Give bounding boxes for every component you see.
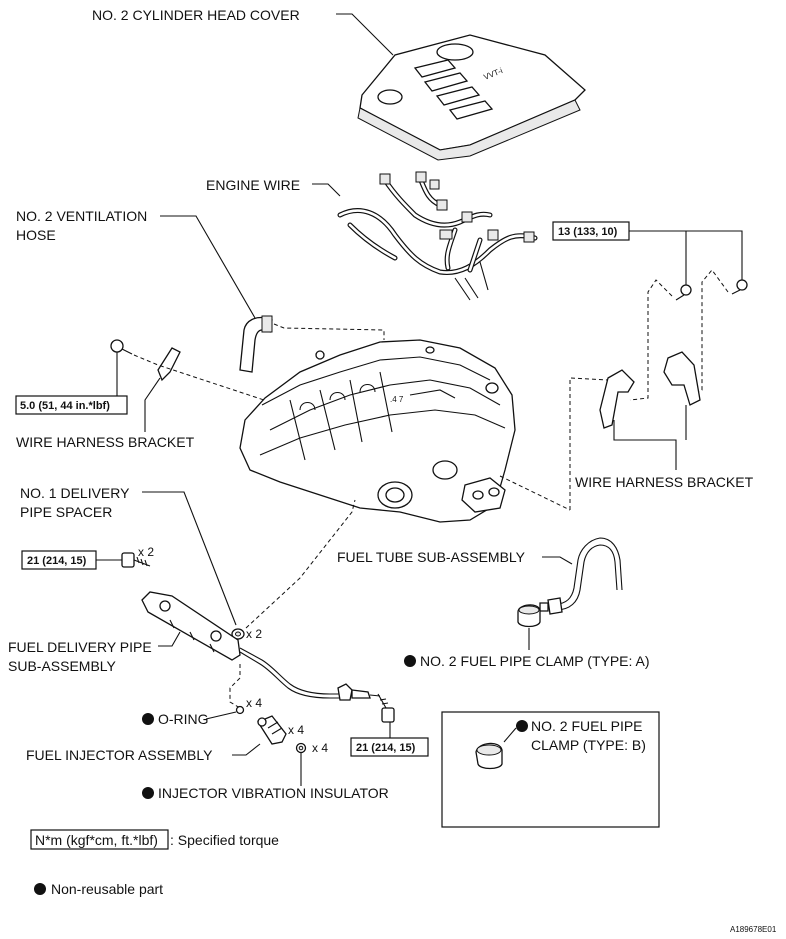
- qty-insulator: x 4: [312, 741, 328, 755]
- legend-torque-units: N*m (kgf*cm, ft.*lbf): [35, 832, 158, 848]
- non-reusable-mark-clamp-b: [516, 720, 528, 732]
- qty-injector: x 4: [288, 723, 304, 737]
- label-ventilation-hose-2: HOSE: [16, 227, 56, 243]
- label-ventilation-hose-1: NO. 2 VENTILATION: [16, 208, 147, 224]
- delivery-pipe-spacer: [231, 628, 245, 640]
- label-cylinder-head-cover: NO. 2 CYLINDER HEAD COVER: [92, 7, 300, 23]
- engine-wire: [337, 171, 538, 301]
- non-reusable-mark-o-ring: [142, 713, 154, 725]
- wire-harness-bracket-right-b: [663, 351, 701, 406]
- fuel-delivery-pipe: [141, 591, 381, 701]
- label-fuel-delivery-pipe-1: FUEL DELIVERY PIPE: [8, 639, 152, 655]
- non-reusable-mark-insulator: [142, 787, 154, 799]
- label-injector-insulator: INJECTOR VIBRATION INSULATOR: [158, 785, 389, 801]
- bracket-bolt-right-1: [675, 284, 692, 301]
- torque-harness-bracket-left: 5.0 (51, 44 in.*lbf): [20, 400, 110, 412]
- fuel-tube: [539, 537, 623, 615]
- legend-non-reusable-mark: [34, 883, 46, 895]
- label-fuel-injector: FUEL INJECTOR ASSEMBLY: [26, 747, 213, 763]
- label-fuel-pipe-clamp-b-2: CLAMP (TYPE: B): [531, 737, 646, 753]
- label-delivery-pipe-spacer-2: PIPE SPACER: [20, 504, 112, 520]
- non-reusable-mark-clamp-a: [404, 655, 416, 667]
- legend-torque-box: [30, 829, 169, 850]
- bracket-bolt-left: [110, 339, 133, 355]
- figure-code: A189678E01: [730, 925, 777, 934]
- fuel-tube-bolt: [377, 693, 395, 723]
- fuel-pipe-clamp-a: [517, 604, 541, 628]
- legend-non-reusable-text: Non-reusable part: [51, 881, 163, 897]
- label-wire-harness-bracket-right: WIRE HARNESS BRACKET: [575, 474, 754, 490]
- label-fuel-tube: FUEL TUBE SUB-ASSEMBLY: [337, 549, 526, 565]
- bracket-bolt-right-2: [731, 279, 748, 295]
- legend-torque-text: : Specified torque: [170, 832, 279, 848]
- fuel-injector: [257, 715, 287, 745]
- label-engine-wire: ENGINE WIRE: [206, 177, 300, 193]
- torque-delivery-pipe-bolt: 21 (214, 15): [27, 555, 87, 567]
- injector-vibration-insulator: [295, 742, 307, 754]
- torque-box-harness-bracket-left: [15, 395, 128, 415]
- label-fuel-delivery-pipe-2: SUB-ASSEMBLY: [8, 658, 117, 674]
- label-fuel-pipe-clamp-b-1: NO. 2 FUEL PIPE: [531, 718, 643, 734]
- wire-harness-bracket-left: [157, 347, 181, 382]
- ventilation-hose: [239, 315, 273, 373]
- label-fuel-pipe-clamp-a: NO. 2 FUEL PIPE CLAMP (TYPE: A): [420, 653, 650, 669]
- qty-delivery-bolt: x 2: [138, 545, 154, 559]
- torque-fuel-tube-bolt: 21 (214, 15): [356, 742, 416, 754]
- qty-o-ring: x 4: [246, 696, 262, 710]
- delivery-pipe-bolt: [121, 552, 151, 568]
- qty-spacer: x 2: [246, 627, 262, 641]
- label-wire-harness-bracket-left: WIRE HARNESS BRACKET: [16, 434, 195, 450]
- clamp-type-b-panel: [441, 711, 660, 828]
- torque-harness-bracket-right: 13 (133, 10): [558, 226, 618, 238]
- label-o-ring: O-RING: [158, 711, 209, 727]
- engine-block: .4 7: [239, 339, 516, 523]
- fuel-pipe-clamp-b: [475, 742, 503, 770]
- label-delivery-pipe-spacer-1: NO. 1 DELIVERY: [20, 485, 130, 501]
- o-ring: [235, 705, 245, 715]
- wire-harness-bracket-right-a: [599, 369, 635, 429]
- svg-text:.4 7: .4 7: [390, 395, 404, 404]
- cylinder-head-cover: VVT-i: [357, 34, 586, 161]
